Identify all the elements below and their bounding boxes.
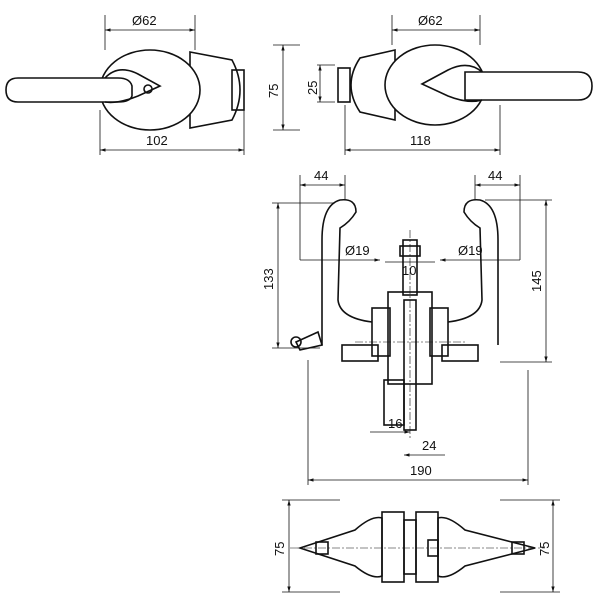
dim-right-diameter: Ø62 xyxy=(418,13,443,28)
top-view: 75 75 xyxy=(272,499,560,593)
dim-left-height: 133 xyxy=(261,268,276,290)
dim-bottom-right-height: 75 xyxy=(537,542,552,556)
dim-total-width: 190 xyxy=(410,463,432,478)
dim-bottom-left-height: 75 xyxy=(272,542,287,556)
dim-left-grip: Ø19 xyxy=(345,243,370,258)
dim-spindle: 10 xyxy=(402,263,416,278)
dim-right-grip: Ø19 xyxy=(458,243,483,258)
dim-plate-height: 25 xyxy=(305,81,320,95)
dim-right-height: 145 xyxy=(529,270,544,292)
side-view-right: Ø62 118 75 25 xyxy=(266,13,593,155)
dim-height: 75 xyxy=(266,84,281,98)
dim-left-offset: 44 xyxy=(314,168,328,183)
dim-right-offset: 44 xyxy=(488,168,502,183)
front-view: 44 44 Ø19 Ø19 10 133 145 16 24 190 xyxy=(261,168,552,485)
dim-right-width: 118 xyxy=(410,133,431,148)
dim-left-width: 102 xyxy=(146,133,168,148)
dim-latch: 24 xyxy=(422,438,436,453)
side-view-left: Ø62 102 xyxy=(5,13,245,155)
dim-plate: 16 xyxy=(388,416,402,431)
dim-left-diameter: Ø62 xyxy=(132,13,157,28)
